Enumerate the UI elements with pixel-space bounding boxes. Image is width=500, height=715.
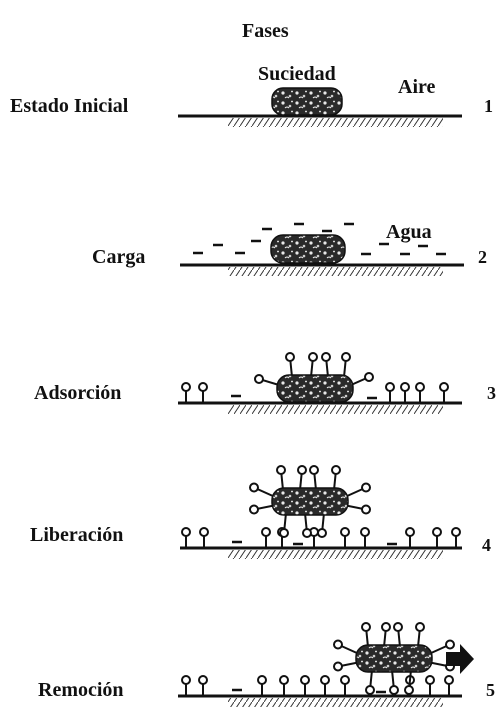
particle-5-bottom-probe xyxy=(390,670,398,694)
surface-surfactant xyxy=(301,676,309,695)
surface-surfactant xyxy=(182,528,190,547)
surface-surfactant xyxy=(386,383,394,402)
surface-surfactant xyxy=(199,676,207,695)
aire-annotation: Aire xyxy=(398,76,436,98)
surface-surfactant xyxy=(426,676,434,695)
surface-surfactant xyxy=(341,676,349,695)
surface-surfactant xyxy=(200,528,208,547)
particle-4-right-probe xyxy=(346,484,370,497)
particle-4-right-probe xyxy=(346,506,370,514)
particle-4-left-probe xyxy=(250,506,274,514)
particle-4-top-probe xyxy=(298,466,306,490)
stage-4-liberacion: Liberación 4 xyxy=(30,466,491,559)
particle-4-bottom-probe xyxy=(303,513,311,537)
particle-4-bottom-probe xyxy=(280,513,288,537)
dirt-particle-1 xyxy=(272,88,342,115)
substrate-hatch-3 xyxy=(228,405,443,414)
surface-surfactant xyxy=(258,676,266,695)
particle-top-probe xyxy=(309,353,317,377)
stage-1-number: 1 xyxy=(484,96,493,116)
stage-2-carga: Carga 2 Agua xyxy=(92,221,487,276)
surface-surfactant xyxy=(182,383,190,402)
agua-annotation: Agua xyxy=(386,221,432,243)
surface-surfactant xyxy=(262,528,270,547)
stage-5-number: 5 xyxy=(486,680,495,700)
stage-1-label: Estado Inicial xyxy=(10,95,129,117)
surface-surfactant xyxy=(199,383,207,402)
surface-surfactant xyxy=(280,676,288,695)
particle-top-probe xyxy=(286,353,294,377)
particle-5-top-probe xyxy=(394,623,402,647)
suciedad-annotation: Suciedad xyxy=(258,63,336,85)
particle-5-right-probe xyxy=(430,641,454,654)
stage-3-adsorcion: Adsorción 3 xyxy=(34,353,496,414)
substrate-hatch-2 xyxy=(228,267,443,276)
substrate-hatch-5 xyxy=(228,698,443,707)
particle-5-top-probe xyxy=(416,623,424,647)
particle-top-probe xyxy=(322,353,330,377)
particle-4-left-probe xyxy=(250,484,274,497)
substrate-hatch-4 xyxy=(228,550,443,559)
surface-surfactant xyxy=(182,676,190,695)
surface-surfactant xyxy=(401,383,409,402)
stage-1-estado-inicial: Estado Inicial 1 Suciedad Aire xyxy=(10,63,493,127)
dirt-particle-5 xyxy=(356,645,432,672)
surface-surfactant xyxy=(341,528,349,547)
surface-surfactant xyxy=(406,528,414,547)
stage-2-number: 2 xyxy=(478,247,487,267)
particle-4-bottom-probe xyxy=(318,513,326,537)
particle-top-probe xyxy=(342,353,350,377)
surface-surfactant xyxy=(416,383,424,402)
stage-4-label: Liberación xyxy=(30,524,123,546)
stage-2-label: Carga xyxy=(92,246,145,268)
stage-4-number: 4 xyxy=(482,535,491,555)
surface-surfactant xyxy=(361,528,369,547)
particle-5-bottom-probe xyxy=(366,670,374,694)
particle-right-probe xyxy=(351,373,373,385)
particle-5-left-probe xyxy=(334,663,358,671)
surface-surfactant xyxy=(321,676,329,695)
particle-4-top-probe xyxy=(277,466,285,490)
particle-5-top-probe xyxy=(362,623,370,647)
particle-4-top-probe xyxy=(310,466,318,490)
surface-surfactant xyxy=(452,528,460,547)
particle-5-top-probe xyxy=(382,623,390,647)
surface-surfactant xyxy=(445,676,453,695)
stage-5-remocion: Remoción 5 xyxy=(38,623,495,707)
particle-left-probe xyxy=(255,375,279,385)
surface-surfactant xyxy=(440,383,448,402)
stage-3-label: Adsorción xyxy=(34,382,121,404)
surface-surfactant xyxy=(433,528,441,547)
dirt-particle-2 xyxy=(271,235,345,263)
substrate-hatch-1 xyxy=(228,118,443,127)
stage-5-label: Remoción xyxy=(38,679,124,701)
dirt-particle-3 xyxy=(277,375,353,402)
diagram-title: Fases xyxy=(242,20,289,42)
stage-3-number: 3 xyxy=(487,383,496,403)
particle-4-top-probe xyxy=(332,466,340,490)
particle-5-left-probe xyxy=(334,641,358,654)
dirt-particle-4 xyxy=(272,488,348,515)
